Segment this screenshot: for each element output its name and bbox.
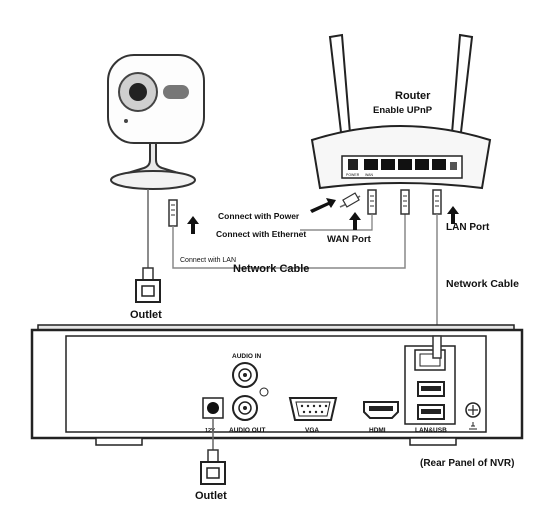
camera	[107, 54, 205, 190]
nvr-lan-usb-block	[404, 345, 456, 425]
lan-port-label: LAN Port	[446, 222, 490, 233]
outlet-camera-label: Outlet	[130, 309, 162, 321]
nvr-power-label: 12V	[205, 428, 215, 434]
nvr-audio-out-label: AUDIO OUT	[229, 427, 266, 434]
nvr-lan-usb-label: LAN&USB	[415, 427, 447, 434]
nvr-lan-plug	[432, 335, 442, 359]
router-power-port	[348, 159, 358, 170]
wan-port-label: WAN Port	[327, 234, 372, 245]
wan-up-arrow-icon	[349, 212, 361, 230]
router-title: Router	[395, 90, 431, 102]
router-lan-port-2	[398, 159, 412, 170]
outlet-nvr-icon	[200, 461, 226, 485]
router-lan-plug-camera	[400, 189, 410, 215]
camera-sensor	[163, 85, 189, 99]
router-wan-port-label: WAN	[365, 173, 374, 177]
nvr-power-cable	[200, 418, 226, 485]
router: POWER WAN	[310, 33, 492, 190]
outlet-nvr-label: Outlet	[195, 490, 227, 502]
camera-power-plug	[142, 267, 154, 281]
camera-base	[110, 170, 196, 190]
network-cable-left-label: Network Cable	[233, 263, 309, 275]
nvr-rear-inner	[65, 335, 487, 433]
wan-ethernet-plug	[367, 189, 377, 215]
connect-lan-label: Connect with LAN	[180, 257, 236, 264]
camera-power-cable	[135, 189, 161, 303]
lan-up-arrow-icon	[447, 206, 459, 224]
router-lan-plug-nvr	[432, 189, 442, 215]
nvr-vga-label: VGA	[305, 427, 319, 434]
camera-lens	[129, 83, 147, 101]
router-lan-port-3	[415, 159, 429, 170]
nvr: 12V AUDIO IN AUDIO OUT VGA HDMI	[30, 324, 524, 446]
nvr-screw-icon	[259, 387, 269, 397]
connect-ethernet-label: Connect with Ethernet	[216, 229, 306, 239]
connect-power-label: Connect with Power	[218, 211, 300, 221]
rear-panel-label: (Rear Panel of NVR)	[420, 458, 514, 469]
outlet-camera-icon	[135, 279, 161, 303]
network-cable-right-label: Network Cable	[446, 278, 519, 290]
nvr-audio-in-label: AUDIO IN	[232, 353, 262, 360]
router-lan-port-4	[432, 159, 446, 170]
nvr-vga-port	[288, 397, 338, 421]
camera-led	[124, 119, 128, 123]
nvr-foot-left	[95, 437, 143, 446]
nvr-power-plug	[207, 449, 219, 463]
router-lan-port-1	[381, 159, 395, 170]
nvr-foot-right	[409, 437, 457, 446]
router-subtitle: Enable UPnP	[373, 105, 433, 116]
router-power-plug	[342, 192, 360, 208]
router-power-port-label: POWER	[346, 173, 360, 177]
network-cable-left	[172, 213, 406, 269]
camera-up-arrow-icon	[187, 216, 199, 234]
wan-connect-cable	[300, 214, 373, 231]
nvr-ground-symbol-icon	[467, 422, 479, 433]
router-wan-port	[364, 159, 378, 170]
nvr-hdmi-label: HDMI	[369, 427, 386, 434]
camera-ethernet-plug	[168, 199, 178, 227]
power-arrow-icon	[310, 198, 336, 213]
router-reset-button	[450, 162, 457, 170]
